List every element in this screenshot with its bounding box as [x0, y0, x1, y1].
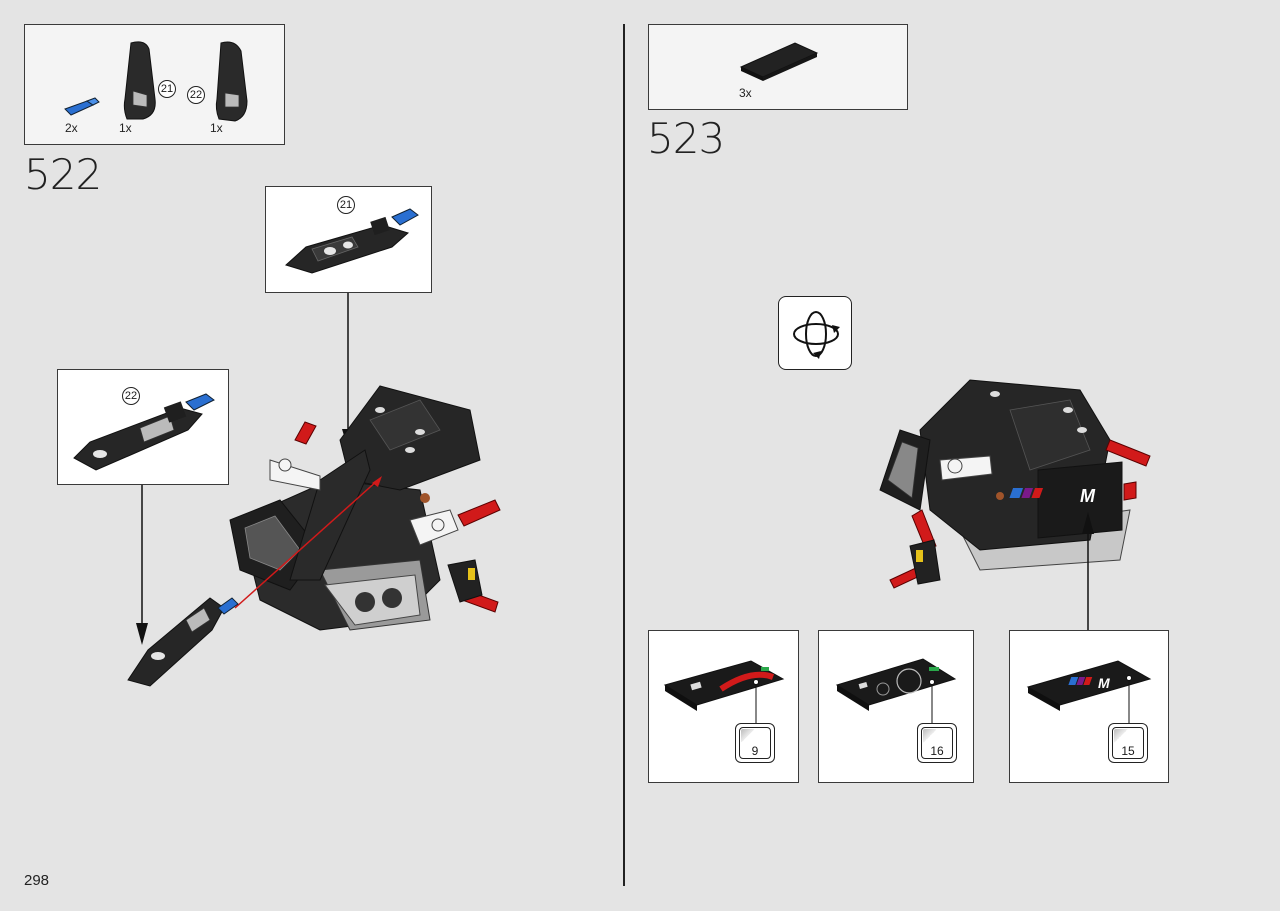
qty-blue-pin: 2x	[65, 121, 78, 135]
subassembly-21-icon	[285, 208, 419, 274]
dashboard-tile-9-icon	[663, 660, 785, 711]
dashboard-tile-16-icon	[835, 658, 957, 711]
callout-sub-22: 22	[122, 387, 140, 405]
sticker-tag-16: 16	[917, 723, 957, 763]
qty-panel-22: 1x	[210, 121, 223, 135]
qty-panel-21: 1x	[119, 121, 132, 135]
callout-sub-21: 21	[337, 196, 355, 214]
page-divider	[623, 24, 625, 886]
sticker-tag-9: 9	[735, 723, 775, 763]
sticker-callout-line-16	[929, 679, 935, 723]
sticker-callout-line-9	[753, 679, 759, 723]
svg-text:M: M	[1080, 486, 1096, 506]
model-assembly-522	[127, 385, 501, 687]
arrow-sticker-up	[1082, 512, 1094, 632]
callout-21: 21	[158, 80, 176, 98]
sticker-number-9: 9	[751, 744, 759, 758]
sticker-callout-line-15	[1126, 675, 1132, 723]
blue-pin-icon	[64, 97, 100, 116]
sticker-box-15: M 15	[1009, 630, 1169, 783]
callout-22: 22	[187, 86, 205, 104]
rotate-arrows-icon	[793, 311, 840, 359]
sticker-box-16: 16	[818, 630, 974, 783]
sticker-number-15: 15	[1121, 744, 1135, 758]
step-number-522: 522	[24, 150, 102, 199]
arrow-left-down	[136, 485, 148, 645]
sticker-box-9: 9	[648, 630, 799, 783]
parts-list-522: 2x 21 1x 22 1x	[24, 24, 285, 145]
qty-black-tile: 3x	[739, 86, 752, 100]
svg-text:M: M	[1098, 675, 1110, 691]
sticker-number-16: 16	[930, 744, 944, 758]
m-logo-tile-15-icon: M	[1026, 660, 1152, 711]
sticker-tag-15: 15	[1108, 723, 1148, 763]
subassembly-box-top: 21	[265, 186, 432, 293]
panel-21-icon	[123, 41, 156, 120]
rotate-model-icon	[778, 296, 852, 370]
model-assembly-523: M	[879, 379, 1151, 589]
black-tile-icon	[739, 42, 819, 81]
panel-22-icon	[215, 41, 248, 122]
parts-list-523: 3x	[648, 24, 908, 110]
subassembly-box-left: 22	[57, 369, 229, 485]
page-number: 298	[24, 872, 50, 889]
subassembly-22-icon	[73, 393, 215, 471]
step-number-523: 523	[647, 114, 725, 163]
